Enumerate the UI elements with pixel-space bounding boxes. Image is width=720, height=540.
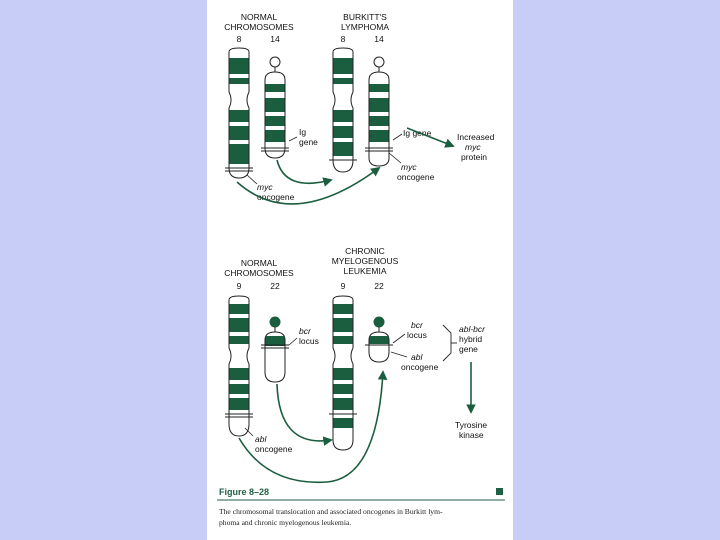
top-normal-chromosome-8: [225, 47, 253, 179]
bottom-disease-header-line2: MYELOGENOUS: [332, 256, 399, 266]
bottom-abl-right-pointer: [390, 351, 408, 358]
bottom-bcr-right-line2: locus: [407, 330, 427, 340]
top-normal-header-line1: NORMAL: [241, 12, 278, 22]
top-ig-gene-right-pointer: [392, 133, 403, 141]
bottom-disease-chromosome-9: [329, 295, 357, 451]
bottom-bcr-translocation-arrow: [276, 383, 333, 446]
top-ig-gene-left-line2: gene: [299, 137, 318, 147]
top-disease-chromosome-8: [329, 47, 357, 173]
top-myc-left-line1: myc: [257, 182, 273, 192]
top-ig-gene-left-pointer: [288, 136, 298, 142]
bottom-normal-header-line2: CHROMOSOMES: [224, 268, 294, 278]
bottom-disease-number-22: 22: [374, 281, 384, 291]
bottom-hybrid-line3: gene: [459, 344, 478, 354]
bottom-bcr-left-pointer: [288, 337, 298, 346]
bottom-abl-right-line1: abl: [411, 352, 423, 362]
bottom-normal-chromosome-22: [261, 316, 289, 383]
top-result-line3: protein: [461, 152, 487, 162]
figure-caption-line1: The chromosomal translocation and associ…: [219, 507, 443, 516]
figure-end-mark: [496, 488, 503, 495]
bottom-normal-number-22: 22: [270, 281, 280, 291]
bottom-normal-number-9: 9: [237, 281, 242, 291]
top-result-arrow: [406, 127, 455, 148]
bottom-abl-right-line2: oncogene: [401, 362, 439, 372]
top-disease-number-14: 14: [374, 34, 384, 44]
bottom-disease-header-line3: LEUKEMIA: [344, 266, 387, 276]
bottom-disease-chromosome-22: [365, 316, 393, 363]
bottom-hybrid-bracket: [442, 324, 452, 362]
bottom-disease-number-9: 9: [341, 281, 346, 291]
top-disease-header-line1: BURKITT'S: [343, 12, 387, 22]
top-myc-left-pointer: [246, 174, 258, 185]
top-result-line2: myc: [465, 142, 481, 152]
top-myc-left-line2: oncogene: [257, 192, 295, 202]
top-myc-right-pointer: [388, 152, 402, 164]
bottom-product-line2: kinase: [459, 430, 484, 440]
top-normal-header-line2: CHROMOSOMES: [224, 22, 294, 32]
bottom-product-line1: Tyrosine: [455, 420, 487, 430]
top-disease-number-8: 8: [341, 34, 346, 44]
bottom-hybrid-line2: hybrid: [459, 334, 482, 344]
bottom-abl-left-line1: abl: [255, 434, 267, 444]
top-ig-gene-left-line1: Ig: [299, 127, 306, 137]
figure-label: Figure 8–28: [219, 487, 269, 497]
bottom-bcr-right-pointer: [392, 333, 406, 344]
translocation-diagram: NORMAL CHROMOSOMES 8 14 BURKITT'S LYMPHO…: [217, 12, 505, 527]
top-disease-header-line2: LYMPHOMA: [341, 22, 389, 32]
bottom-abl-left-line2: oncogene: [255, 444, 293, 454]
figure-panel: NORMAL CHROMOSOMES 8 14 BURKITT'S LYMPHO…: [207, 0, 513, 540]
bottom-disease-header-line1: CHRONIC: [345, 246, 385, 256]
top-ig-translocation-arrow: [276, 159, 333, 187]
top-normal-chromosome-14: [261, 56, 289, 159]
top-myc-right-line1: myc: [401, 162, 417, 172]
top-ig-gene-right: Ig gene: [403, 128, 432, 138]
bottom-abl-translocation-arrow: [238, 370, 388, 484]
bottom-abl-left-pointer: [244, 427, 254, 437]
bottom-bcr-left-line1: bcr: [299, 326, 312, 336]
figure-caption-line2: phoma and chronic myelogenous leukemia.: [219, 518, 351, 527]
top-normal-number-8: 8: [237, 34, 242, 44]
bottom-bcr-left-line2: locus: [299, 336, 319, 346]
top-normal-number-14: 14: [270, 34, 280, 44]
top-myc-translocation-arrow: [236, 166, 381, 205]
top-myc-right-line2: oncogene: [397, 172, 435, 182]
bottom-bcr-right-line1: bcr: [411, 320, 424, 330]
top-result-line1: Increased: [457, 132, 495, 142]
bottom-normal-header-line1: NORMAL: [241, 258, 278, 268]
bottom-normal-chromosome-9: [225, 295, 253, 437]
bottom-hybrid-line1: abl-bcr: [459, 324, 486, 334]
top-disease-chromosome-14: [365, 56, 393, 167]
